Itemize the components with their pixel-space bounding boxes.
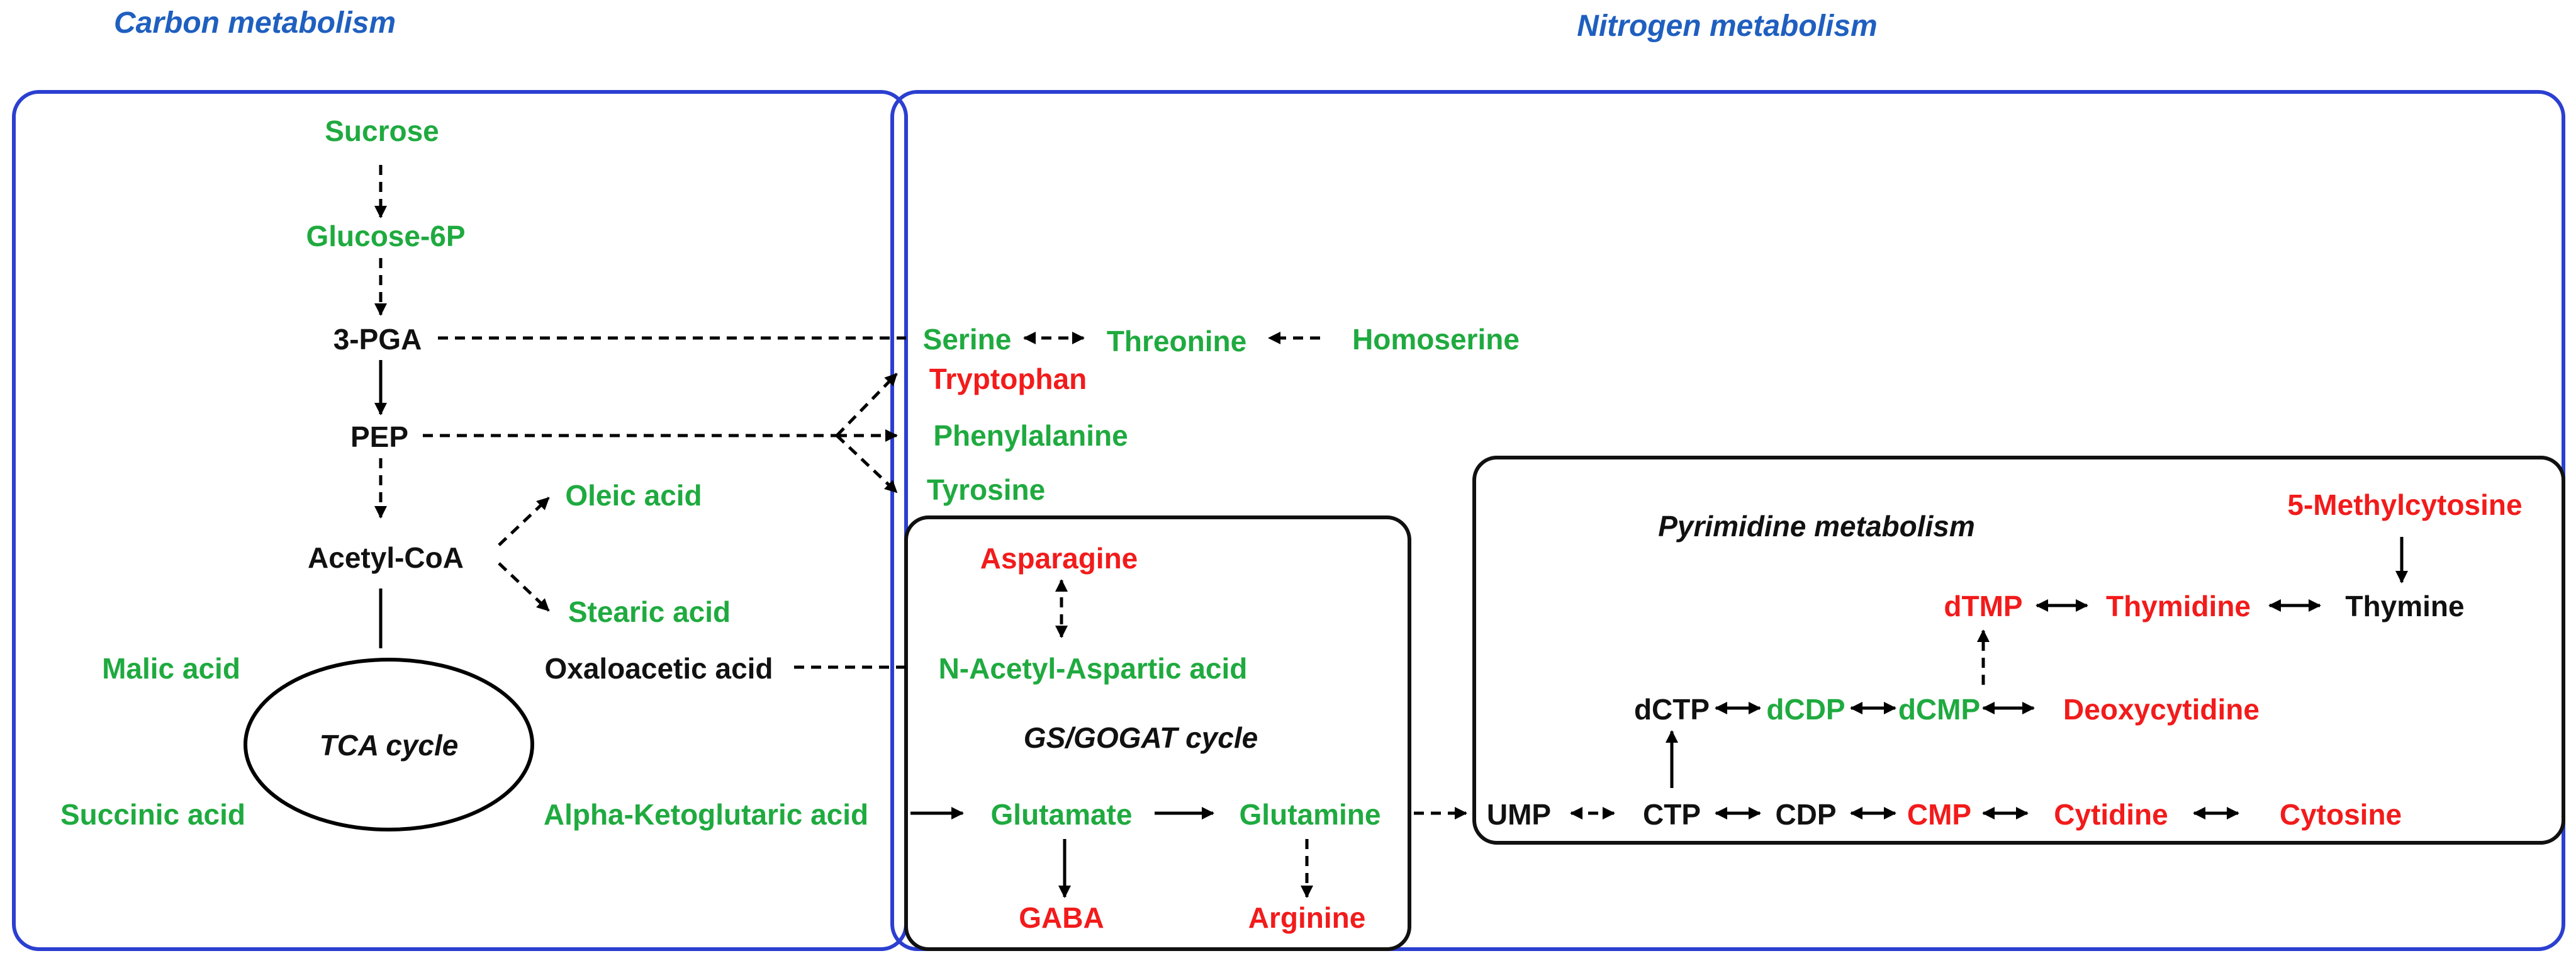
label-n-acetyl-aspartic-acid: N-Acetyl-Aspartic acid <box>939 652 1248 685</box>
label-acetyl-coa: Acetyl-CoA <box>308 541 464 574</box>
label-dctp: dCTP <box>1634 693 1710 726</box>
tca-cycle-ellipse <box>244 658 534 831</box>
label-dtmp: dTMP <box>1944 590 2022 622</box>
label-oleic-acid: Oleic acid <box>565 479 702 512</box>
label-ump: UMP <box>1487 798 1551 831</box>
label-pep: PEP <box>350 420 408 453</box>
label-tyrosine: Tyrosine <box>927 473 1045 506</box>
label-tryptophan: Tryptophan <box>929 363 1087 395</box>
arrow-to-tyrosine <box>836 434 898 493</box>
label-asparagine: Asparagine <box>980 542 1138 575</box>
label-pyrimidine-metabolism: Pyrimidine metabolism <box>1658 510 1975 543</box>
label-phenylalanine: Phenylalanine <box>933 419 1128 452</box>
label-arginine: Arginine <box>1248 901 1366 934</box>
label-dcmp: dCMP <box>1898 693 1980 726</box>
label-cytosine: Cytosine <box>2280 798 2402 831</box>
label-3-pga: 3-PGA <box>333 323 422 356</box>
label-threonine: Threonine <box>1107 325 1246 358</box>
label-sucrose: Sucrose <box>325 115 439 147</box>
label-succinic-acid: Succinic acid <box>60 798 245 831</box>
arrow-acetylcoa-to-oleic <box>498 497 550 546</box>
carbon-metabolism-title: Carbon metabolism <box>114 6 396 40</box>
label-dcdp: dCDP <box>1766 693 1845 726</box>
carbon-metabolism-box <box>12 90 908 951</box>
label-alpha-ketoglutaric-acid: Alpha-Ketoglutaric acid <box>544 798 868 831</box>
label-serine: Serine <box>923 323 1012 356</box>
label-cdp: CDP <box>1775 798 1836 831</box>
label-thymidine: Thymidine <box>2106 590 2251 622</box>
label-glucose-6p: Glucose-6P <box>306 220 465 252</box>
label-tca-cycle: TCA cycle <box>320 729 459 762</box>
nitrogen-metabolism-title: Nitrogen metabolism <box>1577 9 1877 43</box>
label-homoserine: Homoserine <box>1352 323 1520 356</box>
arrow-to-tryptophan <box>836 373 898 437</box>
label-stearic-acid: Stearic acid <box>568 595 731 628</box>
label-malic-acid: Malic acid <box>102 652 240 685</box>
label-ctp: CTP <box>1643 798 1701 831</box>
pyrimidine-metabolism-box <box>1472 456 2565 845</box>
label-oxaloacetic-acid: Oxaloacetic acid <box>544 652 773 685</box>
label-5-methylcytosine: 5-Methylcytosine <box>2287 488 2522 521</box>
label-glutamine: Glutamine <box>1240 798 1381 831</box>
label-gaba: GABA <box>1019 901 1104 934</box>
arrow-acetylcoa-to-stearic <box>498 562 550 612</box>
label-thymine: Thymine <box>2345 590 2464 622</box>
label-glutamate: Glutamate <box>991 798 1133 831</box>
label-cmp: CMP <box>1907 798 1971 831</box>
label-gs-gogat-cycle: GS/GOGAT cycle <box>1024 721 1258 754</box>
gs-gogat-box <box>904 515 1411 951</box>
label-cytidine: Cytidine <box>2054 798 2168 831</box>
label-deoxycytidine: Deoxycytidine <box>2063 693 2260 726</box>
